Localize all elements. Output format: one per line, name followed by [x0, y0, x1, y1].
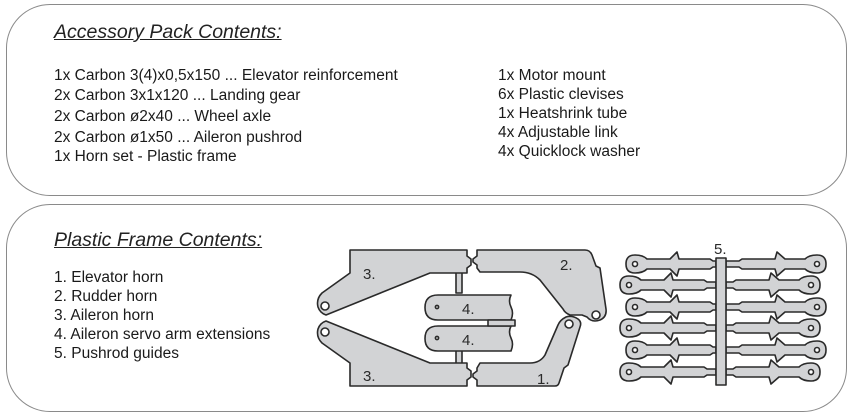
accessory-item: 2x Carbon 3x1x120 ... Landing gear [54, 86, 301, 104]
accessory-pack-title: Accessory Pack Contents: [54, 21, 282, 43]
accessory-item: 4x Adjustable link [498, 124, 618, 141]
pushrod-guide-left [625, 251, 717, 277]
guide-eye-hole [631, 260, 639, 268]
servo-arm-extension-bottom [424, 325, 514, 352]
pushrod-guides-group [619, 251, 827, 385]
guide-eye-hole [625, 324, 633, 332]
pushrod-guide-right [725, 294, 827, 320]
guide-eye-hole [625, 368, 633, 376]
guide-eye-hole [625, 281, 633, 289]
accessory-list-left: 1x Carbon 3(4)x0,5x150 ... Elevator rein… [54, 66, 398, 167]
frame-item: 3. Aileron horn [54, 307, 154, 324]
horn-hole [320, 327, 330, 337]
horn-hole [564, 319, 574, 329]
accessory-item: 6x Plastic clevises [498, 86, 624, 103]
pushrod-guide-left [625, 337, 717, 363]
guide-eye-hole [813, 260, 821, 268]
accessory-item: 2x Carbon ø2x40 ... Wheel axle [54, 107, 272, 125]
frame-item: 5. Pushrod guides [54, 345, 179, 362]
guide-eye-hole [807, 324, 815, 332]
aileron-horn-top [316, 249, 472, 316]
label-servo-ext-bottom: 4. [462, 332, 475, 349]
label-elevator-horn: 1. [537, 371, 550, 388]
pushrod-guide-left [625, 294, 717, 320]
label-aileron-horn-top: 3. [363, 266, 376, 283]
label-servo-ext-top: 4. [462, 301, 475, 318]
label-pushrod-guides: 5. [714, 241, 727, 258]
horn-frame-diagram: 3. 3. 2. 1. 4. 4. [316, 249, 607, 388]
extension-hole [434, 335, 440, 341]
accessory-item: 1x Horn set - Plastic frame [54, 148, 237, 166]
accessory-pack-panel: Accessory Pack Contents: 1x Carbon 3(4)x… [6, 4, 847, 196]
pushrod-guide-left [619, 272, 717, 298]
plastic-frame-title: Plastic Frame Contents: [54, 229, 263, 251]
accessory-item: 4x Quicklock washer [498, 143, 641, 160]
pushrod-guide-right [725, 337, 827, 363]
elevator-horn [472, 315, 582, 387]
pushrod-guide-left [619, 359, 717, 385]
pushrod-guide-sprue [715, 257, 727, 386]
pushrod-guide-right [725, 272, 821, 298]
guide-eye-hole [631, 346, 639, 354]
frame-item: 2. Rudder horn [54, 288, 158, 305]
horn-hole [320, 301, 330, 311]
pushrod-guide-right [725, 251, 827, 277]
pushrod-guide-left [619, 315, 717, 341]
guide-eye-hole [813, 346, 821, 354]
guide-eye-hole [631, 303, 639, 311]
horn-hole [591, 310, 601, 320]
plastic-frame-list: 1. Elevator horn 2. Rudder horn 3. Ailer… [54, 268, 270, 363]
guide-eye-hole [807, 368, 815, 376]
frame-item: 1. Elevator horn [54, 269, 164, 286]
rudder-horn [472, 249, 607, 322]
label-rudder-horn: 2. [560, 257, 573, 274]
aileron-horn-bottom [316, 320, 472, 387]
extension-connector [487, 319, 516, 327]
accessory-item: 1x Heatshrink tube [498, 105, 628, 122]
frame-item: 4. Aileron servo arm extensions [54, 326, 271, 343]
accessory-item: 2x Carbon ø1x50 ... Aileron pushrod [54, 128, 303, 146]
pushrod-guides-diagram: 5. [619, 241, 827, 386]
accessory-item: 1x Carbon 3(4)x0,5x150 ... Elevator rein… [54, 67, 398, 84]
guide-eye-hole [807, 281, 815, 289]
accessory-list-right: 1x Motor mount 6x Plastic clevises 1x He… [498, 66, 640, 161]
pushrod-guide-right [725, 359, 821, 385]
label-aileron-horn-bottom: 3. [363, 368, 376, 385]
extension-hole [434, 304, 440, 310]
pushrod-guide-right [725, 315, 821, 341]
guide-eye-hole [813, 303, 821, 311]
accessory-item: 1x Motor mount [498, 67, 606, 84]
